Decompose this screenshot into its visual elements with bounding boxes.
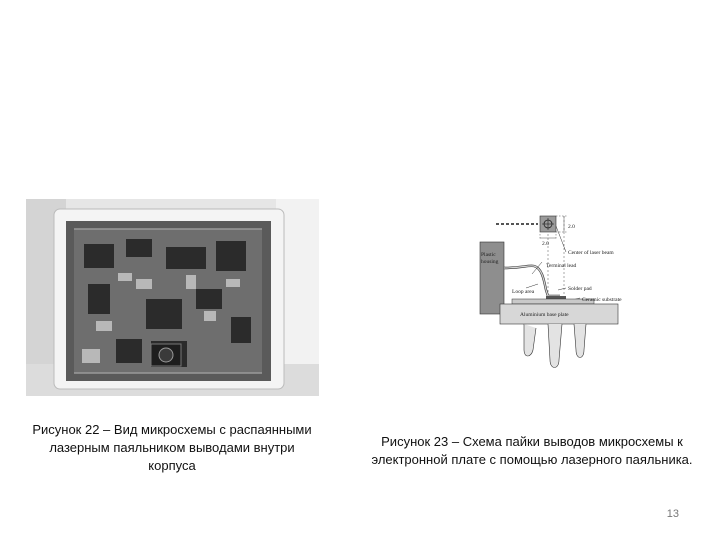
label-solder-pad: Solder pad	[568, 286, 592, 292]
label-dim-side: 2.0	[542, 241, 549, 247]
label-dim-top: 2.0	[568, 224, 575, 230]
label-aluminium-base-plate: Aluminium base plate	[520, 312, 569, 318]
figure-22-caption: Рисунок 22 – Вид микросхемы с распаянным…	[32, 422, 312, 473]
chip-photo	[26, 199, 319, 396]
laser-soldering-diagram: 2.0 2.0 Center of laser beam Terminal le…	[476, 210, 636, 380]
label-loop-area: Loop area	[512, 289, 535, 295]
page-number: 13	[666, 508, 679, 520]
chip-photo-graphic	[26, 199, 319, 396]
figure-23-caption: Рисунок 23 – Схема пайки выводов микросх…	[371, 434, 693, 467]
label-terminal-lead: Terminal lead	[546, 263, 577, 269]
label-plastic: Plastic	[481, 252, 496, 258]
label-housing: housing	[481, 259, 499, 265]
laser-soldering-diagram-graphic: 2.0 2.0 Center of laser beam Terminal le…	[479, 215, 622, 368]
label-center-of-laser-beam: Center of laser beam	[568, 249, 614, 256]
label-ceramic-substrate: Ceramic substrate	[582, 297, 622, 303]
